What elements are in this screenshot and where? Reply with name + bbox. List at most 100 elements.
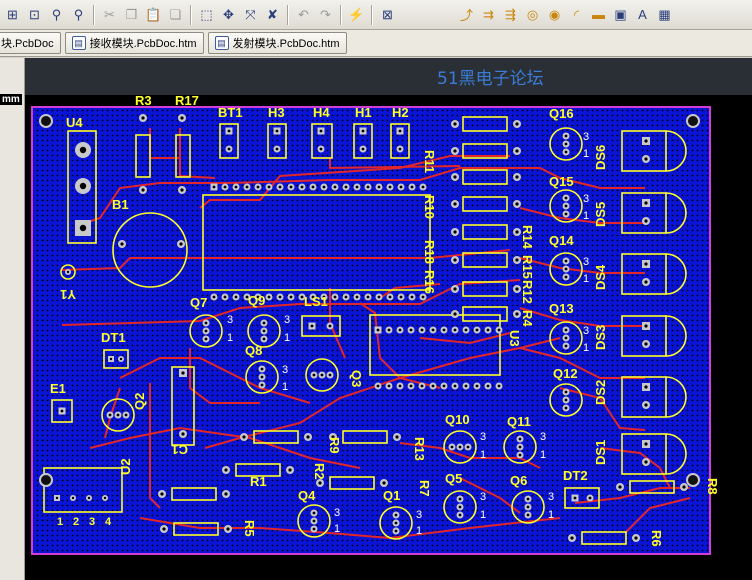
q11-pad-b-hole: [518, 445, 522, 449]
rubber-stamp-button[interactable]: ❏: [165, 4, 186, 26]
cut-button[interactable]: ✂: [99, 4, 120, 26]
pin-number-20: 3: [548, 491, 554, 503]
label-q8: Q8: [245, 343, 262, 358]
tab-receive-module[interactable]: ▤ 接收模块.PcbDoc.htm: [64, 32, 204, 54]
component-icon: ▦: [658, 6, 671, 22]
place-component-button[interactable]: ▦: [654, 4, 675, 26]
track-26: [189, 348, 260, 404]
tab-pcbdoc[interactable]: 块.PcbDoc: [0, 32, 61, 54]
place-string-button[interactable]: A: [632, 4, 653, 26]
place-arc-button[interactable]: ◜: [566, 4, 587, 26]
q12-pad-a-hole: [564, 390, 568, 394]
pin-number-22: 3: [334, 507, 340, 519]
u3-small-outline: [369, 314, 501, 376]
scissors-icon: ✂: [104, 6, 115, 22]
q16-pad-a-hole: [564, 134, 568, 138]
q14-pad-c-hole: [564, 275, 568, 279]
pin-number-0: 3: [583, 131, 589, 143]
label-q3: Q3: [349, 370, 364, 387]
cross-probe-button[interactable]: ⚡: [346, 4, 367, 26]
zoom-area-button[interactable]: ⊞: [2, 4, 23, 26]
ls1-body: [301, 315, 341, 337]
pin-number-21: 1: [548, 509, 554, 521]
select-area-button[interactable]: ⬚: [196, 4, 217, 26]
board-copper-pour: [32, 107, 710, 554]
label-1: 1: [57, 516, 63, 528]
label-q2: Q2: [132, 393, 147, 410]
move-button[interactable]: ✥: [218, 4, 239, 26]
u2-pad-2-hole: [87, 496, 91, 500]
q6-pad-b-hole: [526, 505, 530, 509]
track-20: [624, 497, 691, 534]
u3-top-pad-15-hole: [377, 185, 381, 189]
interactive-route-button[interactable]: ⤴: [456, 4, 477, 26]
u3-bot-pad-19-hole: [421, 295, 425, 299]
q14-outline: [549, 252, 583, 286]
wand-icon: ⚡: [348, 6, 365, 22]
u3-bot-pad-5-hole: [267, 295, 271, 299]
mounting-hole-1: [39, 473, 53, 487]
u3s-bot-pad-11-hole: [497, 384, 501, 388]
q7-pad-b-hole: [204, 329, 208, 333]
place-polygon-button[interactable]: ▣: [610, 4, 631, 26]
rh-1-pad-a-hole: [331, 435, 335, 439]
u3-top-pad-5-hole: [267, 185, 271, 189]
copy-button[interactable]: ❐: [121, 4, 142, 26]
track-12: [520, 167, 645, 189]
zoom-previous-button[interactable]: ⚲: [68, 4, 89, 26]
label-q12: Q12: [553, 366, 578, 381]
ds-3-pad-a-hole: [644, 324, 648, 328]
pin-number-19: 1: [480, 509, 486, 521]
marquee-icon: ⬚: [200, 6, 213, 22]
u3s-top-pad-2-hole: [398, 328, 402, 332]
multi-route-button[interactable]: ⇶: [500, 4, 521, 26]
place-fill-button[interactable]: ▬: [588, 4, 609, 26]
ds-5-body: [621, 433, 667, 475]
label-ds2: DS2: [593, 380, 608, 405]
u3-top-pad-9-hole: [311, 185, 315, 189]
u3-top-pad-14-hole: [366, 185, 370, 189]
u3s-bot-pad-5-hole: [431, 384, 435, 388]
label-b1: B1: [112, 197, 129, 212]
track-10: [139, 517, 561, 540]
document-icon: ▤: [71, 36, 86, 50]
header-4-pad-b-hole: [398, 147, 402, 151]
label-r9: R9: [327, 437, 342, 454]
e1-pad-hole: [60, 409, 64, 413]
undo-button[interactable]: ↶: [293, 4, 314, 26]
place-via-button[interactable]: ◉: [544, 4, 565, 26]
q5-pad-c-hole: [458, 513, 462, 517]
q10-outline: [443, 430, 477, 464]
header-3-pad-a-hole: [361, 129, 365, 133]
q13-pad-a-hole: [564, 328, 568, 332]
header-0: [219, 123, 239, 159]
tab-transmit-module[interactable]: ▤ 发射模块.PcbDoc.htm: [207, 32, 347, 54]
u3-bot-pad-7-hole: [289, 295, 293, 299]
u3-bot-pad-10-hole: [322, 295, 326, 299]
component-browser-button[interactable]: ⊠: [377, 4, 398, 26]
u3s-bot-pad-9-hole: [475, 384, 479, 388]
u3-bot-pad-15-hole: [377, 295, 381, 299]
pin-number-12: 3: [282, 364, 288, 376]
redo-button[interactable]: ↷: [315, 4, 336, 26]
y1-pad-hole: [66, 270, 70, 274]
zoom-selected-button[interactable]: ⊡: [24, 4, 45, 26]
paste-button[interactable]: 📋: [143, 4, 164, 26]
clear-filter-button[interactable]: ✘: [262, 4, 283, 26]
zoom-objects-button[interactable]: ⚲: [46, 4, 67, 26]
deselect-button[interactable]: ⤧: [240, 4, 261, 26]
q3-pad-b-hole: [320, 373, 324, 377]
diff-pair-button[interactable]: ⇉: [478, 4, 499, 26]
rh-1-pad-b-hole: [395, 435, 399, 439]
u3-bot-pad-18-hole: [410, 295, 414, 299]
header-1-pad-a-hole: [275, 129, 279, 133]
pin-number-5: 1: [583, 273, 589, 285]
dt1-pad-a-hole: [109, 357, 113, 361]
pin-number-15: 1: [480, 449, 486, 461]
rbank-4-pad-b-hole: [515, 230, 519, 234]
pin-number-10: 3: [284, 314, 290, 326]
place-pad-button[interactable]: ◎: [522, 4, 543, 26]
label-ds3: DS3: [593, 325, 608, 350]
